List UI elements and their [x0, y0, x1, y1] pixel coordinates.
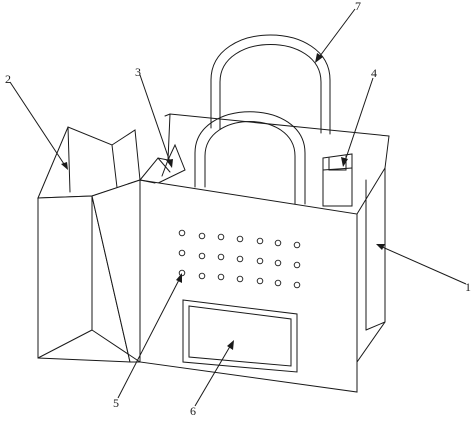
reference-labels: 1 2 3 4 5 6 7	[5, 0, 471, 418]
vent-hole	[217, 273, 225, 281]
ref-label-folded-flap: 3	[135, 65, 141, 79]
vent-hole	[236, 235, 244, 243]
right-panel	[356, 166, 386, 364]
back-panel	[164, 113, 390, 169]
vent-hole	[198, 272, 206, 280]
vent-hole	[198, 232, 206, 240]
ref-label-bag-body: 1	[465, 280, 471, 294]
leader-3	[139, 74, 172, 166]
ref-label-handle: 7	[355, 0, 361, 13]
leader-7	[316, 8, 356, 61]
vent-hole	[256, 277, 264, 285]
front-handle	[194, 111, 306, 205]
ref-label-side-pocket: 4	[371, 66, 377, 80]
ref-label-side-gusset: 2	[5, 72, 11, 86]
vent-hole	[293, 281, 301, 289]
vent-hole	[198, 252, 206, 260]
rear-handle	[210, 34, 331, 135]
vent-hole-grid	[178, 229, 301, 289]
vent-hole	[274, 279, 282, 287]
leader-6	[194, 342, 233, 407]
leader-5	[117, 275, 182, 399]
vent-hole	[256, 237, 264, 245]
vent-hole	[256, 257, 264, 265]
ref-label-window-panel: 6	[190, 404, 196, 418]
vent-hole	[293, 261, 301, 269]
vent-hole	[178, 249, 186, 257]
vent-hole	[274, 239, 282, 247]
vent-hole	[217, 253, 225, 261]
ref-label-vent-holes: 5	[113, 396, 119, 410]
side-pocket	[322, 153, 353, 207]
leader-1	[379, 245, 467, 285]
vent-hole	[293, 241, 301, 249]
vent-hole	[178, 229, 186, 237]
vent-hole	[274, 259, 282, 267]
window-panel	[182, 299, 298, 373]
leader-2	[9, 81, 67, 168]
leader-4	[343, 77, 374, 165]
vent-hole	[217, 233, 225, 241]
vent-hole	[236, 255, 244, 263]
leader-lines	[9, 8, 467, 407]
left-gusset	[37, 126, 141, 363]
vent-hole	[236, 275, 244, 283]
